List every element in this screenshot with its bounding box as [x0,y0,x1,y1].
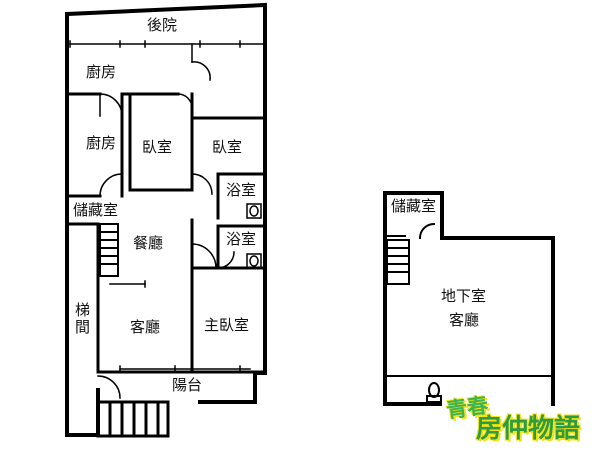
label-bath-1: 浴室 [226,181,257,199]
label-bedroom-2: 臥室 [212,138,243,156]
interior-walls [65,92,267,374]
label-basement-living: 客廳 [449,311,480,329]
label-kitchen-top: 廚房 [86,63,117,81]
door-swings [97,43,235,399]
label-bath-2: 浴室 [226,230,257,248]
balcony-window [109,280,251,373]
brand-line-2: 房仲物語 [476,414,581,444]
basement-stair [386,239,410,285]
label-backyard: 後院 [147,16,178,34]
label-master-bedroom: 主臥室 [204,316,250,334]
label-bedroom-1: 臥室 [142,138,173,156]
basement-details [384,222,553,403]
label-dining: 餐廳 [133,234,164,252]
backyard-window [69,40,266,48]
main-stair-outdoor [96,400,170,438]
label-stairwell: 梯間 [73,302,91,336]
brand-logo: 青春 房仲物語 [445,392,596,446]
label-storage: 儲藏室 [73,201,119,219]
label-basement-storage: 儲藏室 [391,197,437,215]
label-balcony: 陽台 [172,376,203,394]
label-living: 客廳 [130,318,161,336]
label-basement-name: 地下室 [441,287,487,305]
toilet-fixtures [246,203,262,269]
main-stair-inner [99,223,119,277]
label-kitchen-mid: 廚房 [86,134,117,152]
